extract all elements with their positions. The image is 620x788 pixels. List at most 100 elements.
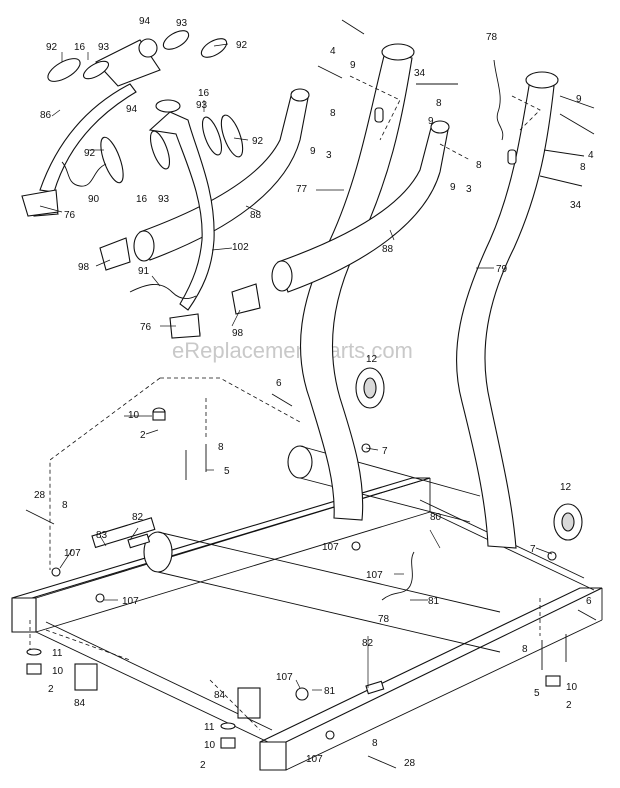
- callout-10: 10: [52, 666, 64, 677]
- callout-5: 5: [534, 688, 540, 699]
- callout-76: 76: [140, 322, 152, 333]
- callout-8: 8: [522, 644, 528, 655]
- callout-107: 107: [64, 548, 81, 559]
- callout-34: 34: [570, 200, 582, 211]
- callout-76: 76: [64, 210, 76, 221]
- callout-8: 8: [218, 442, 224, 453]
- callout-8: 8: [476, 160, 482, 171]
- callout-82: 82: [132, 512, 144, 523]
- callout-7: 7: [382, 446, 388, 457]
- end-cap-76-lower: [169, 313, 201, 339]
- callout-107: 107: [366, 570, 383, 581]
- callout-16: 16: [74, 42, 86, 53]
- callout-3: 3: [326, 150, 332, 161]
- callout-16: 16: [198, 88, 210, 99]
- left-handrail-88: [133, 88, 310, 262]
- right-pulse-bar-102: [100, 99, 244, 337]
- callout-4: 4: [588, 150, 594, 161]
- callout-83: 83: [96, 530, 108, 541]
- console-wire-78-lower: [381, 551, 415, 601]
- callout-84: 84: [74, 698, 86, 709]
- callout-11: 11: [52, 648, 63, 659]
- callout-78: 78: [378, 614, 390, 625]
- callout-leaders: [39, 43, 560, 691]
- callout-9: 9: [450, 182, 456, 193]
- callout-7: 7: [530, 544, 536, 555]
- callout-12: 12: [366, 354, 378, 365]
- callout-98: 98: [232, 328, 244, 339]
- callout-16: 16: [136, 194, 148, 205]
- callout-82: 82: [362, 638, 374, 649]
- callout-93: 93: [98, 42, 110, 53]
- callout-88: 88: [382, 244, 394, 255]
- callout-9: 9: [310, 146, 316, 157]
- callout-77: 77: [296, 184, 308, 195]
- pulse-wire-90: [61, 161, 107, 187]
- callout-2: 2: [48, 684, 54, 695]
- callout-92: 92: [252, 136, 264, 147]
- upright-covers-12: [355, 367, 583, 541]
- hardware-parts: [25, 19, 597, 769]
- callout-10: 10: [128, 410, 140, 421]
- callout-3: 3: [466, 184, 472, 195]
- callout-8: 8: [62, 500, 68, 511]
- callout-labels: 92 16 93 94 93 92 86 94 16 92 93 92 90 1…: [34, 16, 594, 771]
- console-wire-78-upper: [493, 59, 504, 141]
- callout-91: 91: [138, 266, 150, 277]
- callout-2: 2: [140, 430, 146, 441]
- callout-84: 84: [214, 690, 226, 701]
- callout-78: 78: [486, 32, 498, 43]
- callout-92: 92: [84, 148, 96, 159]
- end-cap-76-upper: [21, 189, 59, 217]
- callout-9: 9: [428, 116, 434, 127]
- callout-28: 28: [404, 758, 416, 769]
- callout-107: 107: [322, 542, 339, 553]
- callout-10: 10: [566, 682, 578, 693]
- callout-107: 107: [306, 754, 323, 765]
- grip-cap-98-left: [99, 237, 131, 271]
- callout-12: 12: [560, 482, 572, 493]
- callout-8: 8: [330, 108, 336, 119]
- callout-107: 107: [122, 596, 139, 607]
- callout-5: 5: [224, 466, 230, 477]
- callout-86: 86: [40, 110, 52, 121]
- watermark-text: eReplacementParts.com: [172, 338, 413, 363]
- grip-cap-98-right: [231, 283, 261, 315]
- callout-92: 92: [46, 42, 58, 53]
- callout-6: 6: [276, 378, 282, 389]
- callout-28: 28: [34, 490, 46, 501]
- right-handrail-88: [271, 120, 450, 293]
- callout-2: 2: [200, 760, 206, 771]
- callout-8: 8: [372, 738, 378, 749]
- callout-8: 8: [580, 162, 586, 173]
- callout-88: 88: [250, 210, 262, 221]
- left-upright-77: [299, 43, 415, 521]
- callout-81: 81: [428, 596, 440, 607]
- callout-94: 94: [139, 16, 151, 27]
- assembly-dashed-lines: [29, 75, 541, 731]
- callout-9: 9: [576, 94, 582, 105]
- callout-93: 93: [176, 18, 188, 29]
- callout-8: 8: [436, 98, 442, 109]
- callout-93: 93: [158, 194, 170, 205]
- callout-2: 2: [566, 700, 572, 711]
- callout-90: 90: [88, 194, 100, 205]
- base-frame: [11, 445, 603, 771]
- callout-81: 81: [324, 686, 336, 697]
- callout-6: 6: [586, 596, 592, 607]
- pulse-wire-91: [129, 284, 197, 300]
- callout-34: 34: [414, 68, 426, 79]
- callout-10: 10: [204, 740, 216, 751]
- callout-98: 98: [78, 262, 90, 273]
- callout-80: 80: [430, 512, 442, 523]
- callout-102: 102: [232, 242, 249, 253]
- callout-92: 92: [236, 40, 248, 51]
- callout-9: 9: [350, 60, 356, 71]
- callout-107: 107: [276, 672, 293, 683]
- callout-11: 11: [204, 722, 215, 733]
- right-upright-79: [455, 71, 559, 549]
- callout-79: 79: [496, 264, 508, 275]
- callout-93: 93: [196, 100, 208, 111]
- callout-94: 94: [126, 104, 138, 115]
